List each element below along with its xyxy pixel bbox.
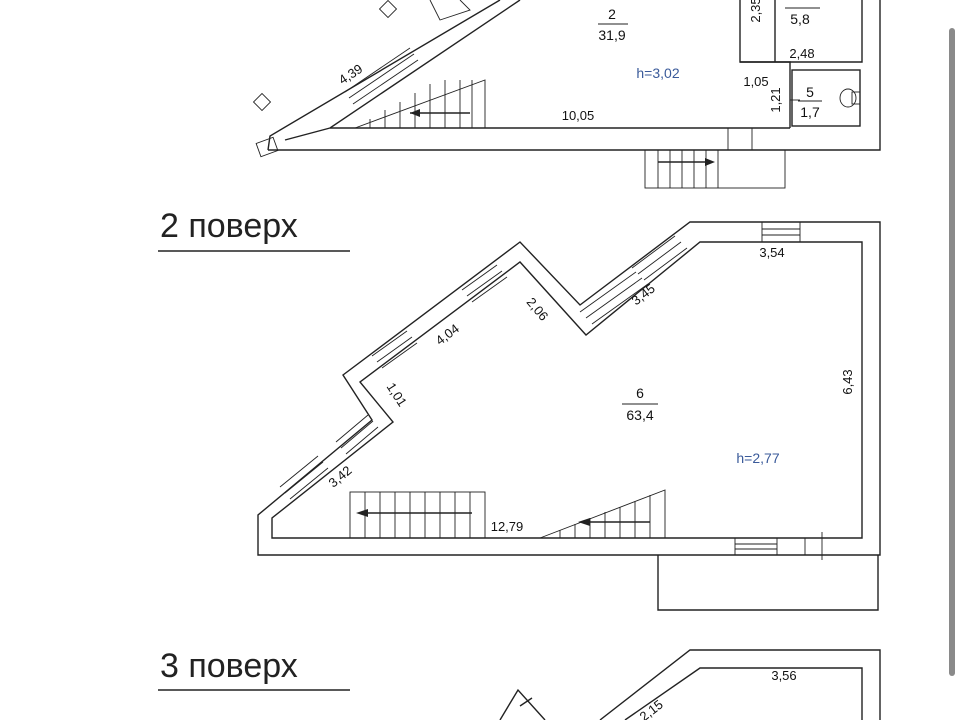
floor-2-stair-left xyxy=(349,491,486,539)
room-2-number: 2 xyxy=(608,6,616,22)
room-unnamed-area: 5,8 xyxy=(790,11,810,27)
floor-2-height: h=2,77 xyxy=(736,450,779,466)
dim-1-05: 1,05 xyxy=(743,74,768,89)
floor-2-annex xyxy=(657,555,879,611)
dim-2-15: 2,15 xyxy=(637,697,666,720)
floor-1-small-rooms xyxy=(739,0,863,128)
room-2-area: 31,9 xyxy=(598,27,625,43)
floor-2-inner-wall xyxy=(271,241,863,539)
room-6-number: 6 xyxy=(636,385,644,401)
room-5-number: 5 xyxy=(806,84,814,100)
dim-3-56: 3,56 xyxy=(771,668,796,683)
dim-4-39: 4,39 xyxy=(336,61,365,87)
dim-1-01: 1,01 xyxy=(384,380,410,409)
floor-1-column-marker xyxy=(252,92,272,112)
dim-2-35: 2,35 xyxy=(748,0,763,23)
room-5-area: 1,7 xyxy=(800,104,820,120)
floor-3-plan xyxy=(499,649,881,720)
dim-1-21: 1,21 xyxy=(768,87,783,112)
dim-3-54: 3,54 xyxy=(759,245,784,260)
floor-3-outer-wall xyxy=(599,649,881,720)
floor-1-outer-wall xyxy=(268,0,881,151)
dim-2-06: 2,06 xyxy=(524,295,552,324)
vertical-scrollbar-thumb[interactable] xyxy=(949,28,955,676)
floor-2-plan xyxy=(257,221,881,611)
dim-12-79: 12,79 xyxy=(491,519,524,534)
floor-2-window-bottom xyxy=(734,532,823,560)
floor-1-inner-wall-diagonal xyxy=(329,0,521,129)
floor-2-window-3-42 xyxy=(279,414,379,500)
floor-1-column-marker xyxy=(378,0,398,19)
floor-2-outer-wall xyxy=(257,221,881,556)
floor-2-window-4-04 xyxy=(371,264,508,369)
floor-1-stair-inner xyxy=(354,79,486,129)
floor-1-column-marker xyxy=(255,136,279,158)
dim-6-43: 6,43 xyxy=(840,369,855,394)
floor-3-title: 3 поверх xyxy=(160,647,298,685)
floor-1-window-diagonal xyxy=(344,47,419,105)
floor-2-stair-right xyxy=(539,489,666,539)
floor-2-title: 2 поверх xyxy=(160,207,298,245)
floor-3-inner-wall xyxy=(624,667,863,720)
floor-1-outer-wall-diagonal xyxy=(267,0,501,151)
floor-1-plan xyxy=(252,0,881,189)
floor-2-window-3-45 xyxy=(579,235,688,325)
floor-1-stair-outer xyxy=(644,128,786,189)
floor-1-height: h=3,02 xyxy=(636,65,679,81)
dim-2-48: 2,48 xyxy=(789,46,814,61)
dim-10-05: 10,05 xyxy=(562,108,595,123)
room-6-area: 63,4 xyxy=(626,407,653,423)
dim-3-42: 3,42 xyxy=(326,463,355,491)
floor-2-window-top xyxy=(761,221,801,243)
